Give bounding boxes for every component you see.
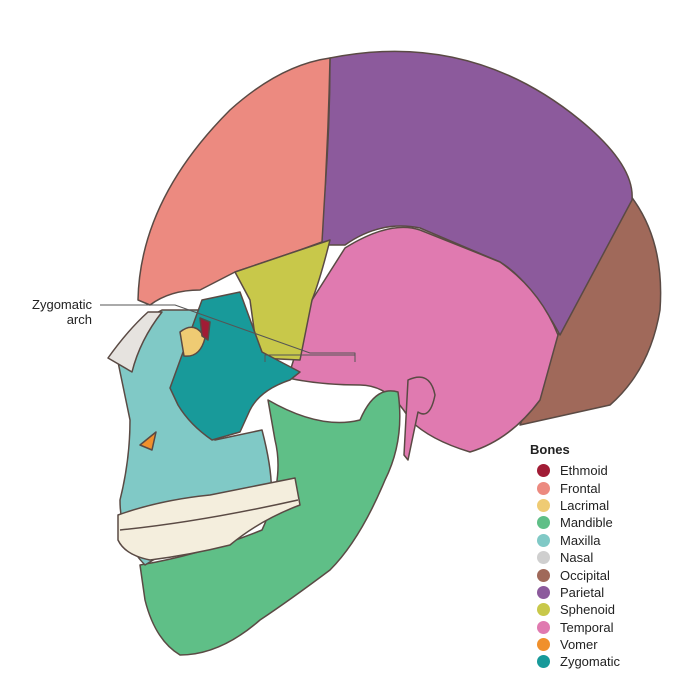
legend-item-zygomatic: Zygomatic: [537, 653, 620, 670]
legend-label: Sphenoid: [560, 602, 615, 618]
legend-swatch: [537, 585, 550, 599]
zygomatic-arch-bracket: [264, 354, 355, 362]
legend-item-nasal: Nasal: [537, 549, 620, 566]
legend-swatch: [537, 551, 550, 565]
legend-swatch: [537, 568, 550, 582]
legend-swatch: [537, 481, 550, 495]
legend-label: Parietal: [560, 584, 605, 600]
zygomatic-arch-label: Zygomatic arch: [20, 297, 92, 327]
teeth: [117, 477, 301, 561]
legend-label: Frontal: [560, 480, 601, 496]
legend-label: Vomer: [560, 637, 598, 653]
legend-swatch: [537, 464, 550, 478]
legend-label: Zygomatic: [560, 654, 620, 670]
legend-swatch: [537, 655, 550, 669]
legend-label: Maxilla: [560, 532, 601, 548]
legend-item-parietal: Parietal: [537, 584, 620, 601]
legend-item-maxilla: Maxilla: [537, 532, 620, 549]
legend-item-lacrimal: Lacrimal: [537, 497, 620, 514]
legend-label: Ethmoid: [560, 463, 608, 479]
legend-title: Bones: [530, 442, 570, 457]
legend-swatch: [537, 498, 550, 512]
legend-item-frontal: Frontal: [537, 479, 620, 496]
legend-swatch: [537, 516, 550, 530]
bone-nasal: [107, 311, 163, 373]
legend-swatch: [537, 638, 550, 652]
legend-swatch: [537, 620, 550, 634]
bone-temporal: [287, 226, 559, 453]
bone-sphenoid: [234, 239, 331, 361]
legend-item-vomer: Vomer: [537, 636, 620, 653]
label-line-1: Zygomatic: [32, 297, 92, 312]
legend-label: Mandible: [560, 515, 613, 531]
legend-swatch: [537, 603, 550, 617]
legend-swatch: [537, 533, 550, 547]
legend-label: Nasal: [560, 550, 594, 566]
label-line-2: arch: [66, 312, 92, 327]
legend-item-occipital: Occipital: [537, 566, 620, 583]
bone-ethmoid: [199, 317, 211, 341]
ear-canal: [403, 376, 436, 461]
bone-occipital: [519, 194, 662, 426]
bone-frontal: [137, 57, 331, 306]
teeth-gap: [119, 499, 299, 531]
legend-label: Occipital: [560, 567, 610, 583]
legend-item-ethmoid: Ethmoid: [537, 462, 620, 479]
legend-item-sphenoid: Sphenoid: [537, 601, 620, 618]
legend-item-temporal: Temporal: [537, 619, 620, 636]
bone-vomer: [139, 431, 157, 451]
zygomatic-arch-leader: [100, 304, 356, 362]
legend-label: Lacrimal: [560, 497, 610, 513]
legend-item-mandible: Mandible: [537, 514, 620, 531]
legend-label: Temporal: [560, 619, 614, 635]
